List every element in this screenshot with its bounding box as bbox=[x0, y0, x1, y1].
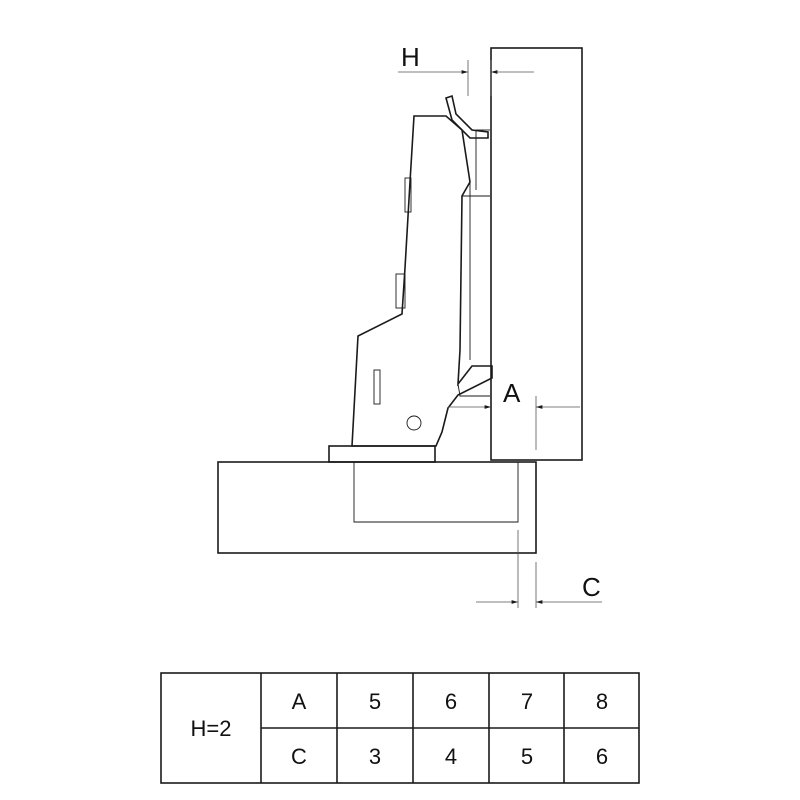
row-a-label: A bbox=[292, 689, 307, 714]
row-c-value: 6 bbox=[596, 744, 608, 769]
label-h: H bbox=[401, 42, 420, 72]
label-c: C bbox=[582, 572, 601, 602]
cabinet-side bbox=[217, 461, 537, 554]
adjust-slot bbox=[373, 369, 381, 405]
row-a-value: 8 bbox=[596, 689, 608, 714]
mounting-plate bbox=[328, 445, 436, 463]
door-panel bbox=[490, 47, 583, 461]
row-c-value: 3 bbox=[369, 744, 381, 769]
dimension-c bbox=[476, 530, 602, 608]
row-c-value: 4 bbox=[445, 744, 457, 769]
row-a-value: 6 bbox=[445, 689, 457, 714]
row-c-label: C bbox=[291, 744, 307, 769]
label-a: A bbox=[503, 378, 521, 408]
dimension-a bbox=[448, 396, 580, 450]
table-header: H=2 bbox=[191, 716, 232, 741]
hinge-arm bbox=[351, 115, 493, 447]
dimension-table: H=2 A 5 6 7 8 C 3 4 5 6 bbox=[160, 672, 640, 784]
row-a-value: 5 bbox=[369, 689, 381, 714]
row-a-value: 7 bbox=[521, 689, 533, 714]
dimension-h bbox=[398, 60, 534, 96]
row-c-value: 5 bbox=[521, 744, 533, 769]
cup-recess bbox=[353, 462, 519, 523]
pivot-hole bbox=[406, 415, 422, 431]
clip-lower bbox=[395, 273, 406, 309]
clip-upper bbox=[404, 177, 412, 213]
